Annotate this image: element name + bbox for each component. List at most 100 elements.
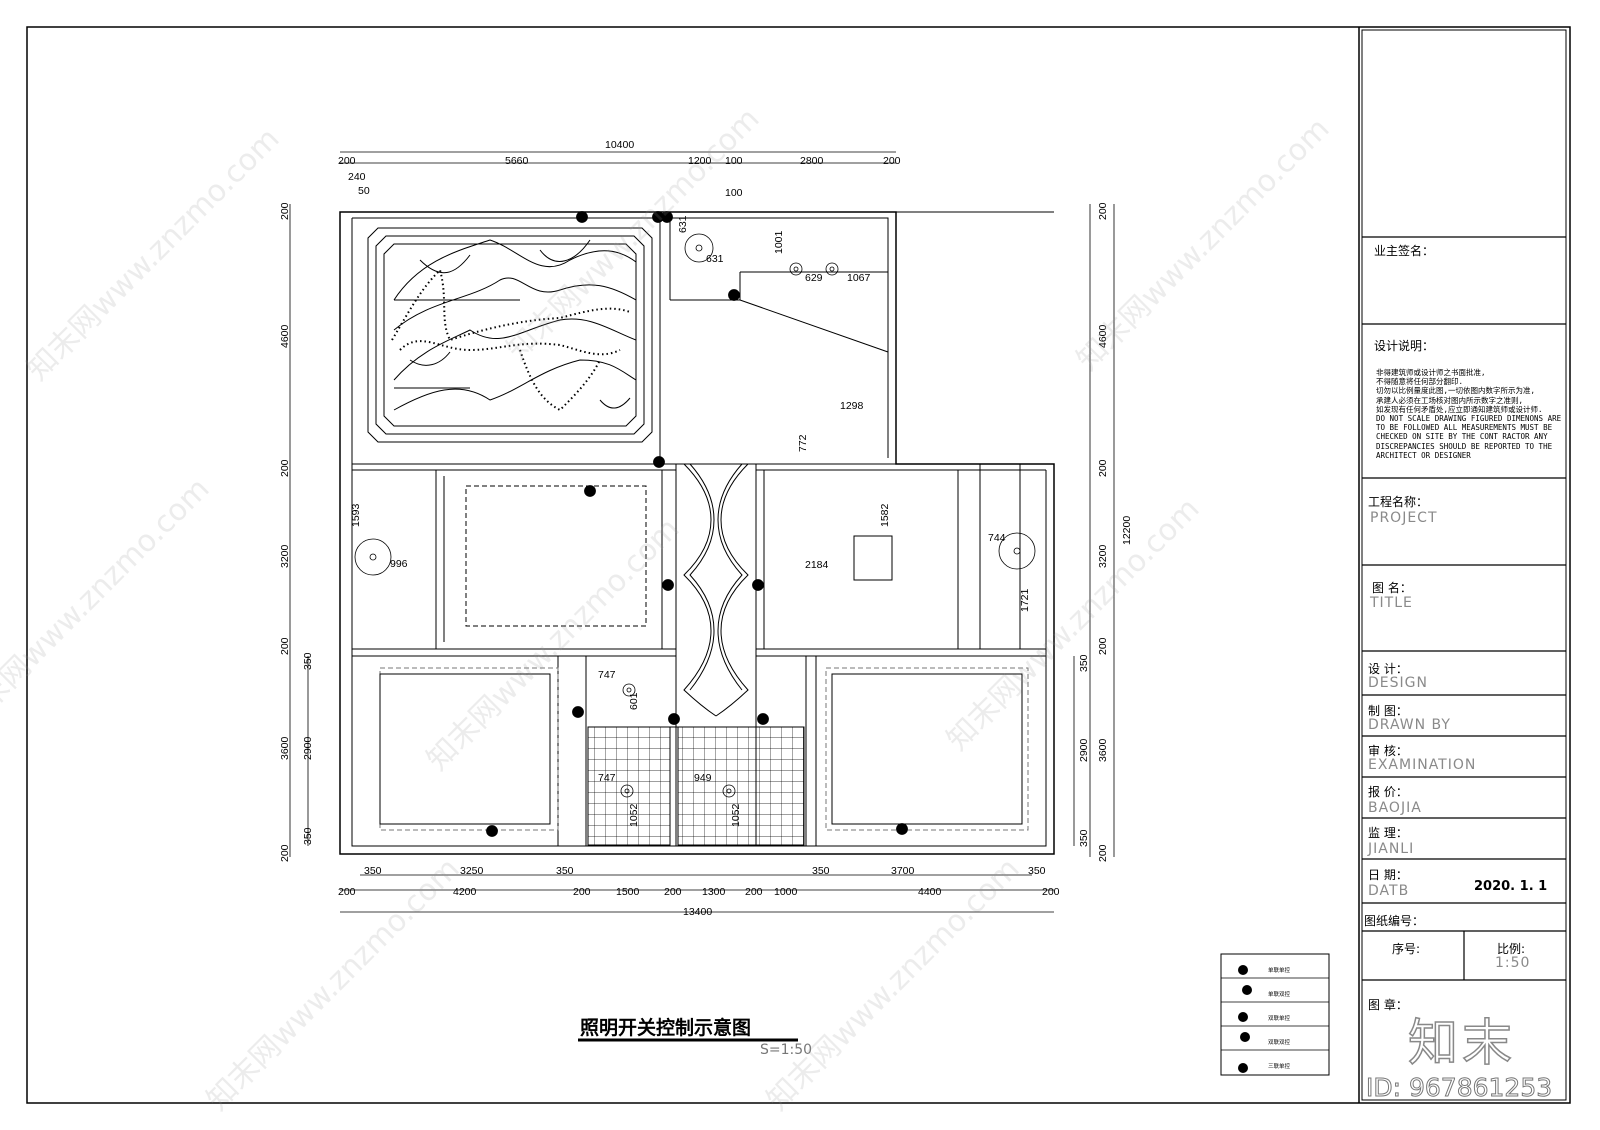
dim-label: 1000 (774, 886, 798, 898)
dim-label: 3600 (279, 736, 291, 760)
dim-label: 200 (338, 886, 356, 898)
drawing-scale: S=1:50 (760, 1042, 813, 1058)
dim-label: 744 (988, 532, 1006, 544)
left-dimensions: 200 4600 200 3200 200 350 2900 3600 350 … (279, 202, 314, 862)
exam-label: 审 核： (1368, 744, 1408, 758)
dim-label: 100 (725, 155, 743, 167)
dim-label: 200 (279, 202, 291, 220)
dim-label: 200 (1097, 637, 1109, 655)
dim-label: 2800 (800, 155, 824, 167)
ratio-label: 比例: (1497, 942, 1526, 956)
dim-label: 747 (598, 772, 616, 784)
dim-label: 1200 (688, 155, 712, 167)
dim-label: 350 (556, 865, 574, 877)
drawing-no-label: 图纸编号： (1364, 914, 1425, 928)
note-line: ARCHITECT OR DESIGNER (1376, 450, 1471, 460)
switch-symbols (486, 211, 908, 837)
project-value: PROJECT (1370, 510, 1438, 526)
design-notes-label: 设计说明： (1374, 339, 1435, 353)
dim-label: 200 (279, 637, 291, 655)
lamp-fixtures (354, 233, 1036, 798)
note-line: 非得建筑师或设计师之书面批准, (1376, 368, 1486, 377)
dim-label: 350 (1078, 829, 1090, 847)
legend-item: 双联单控 (1268, 1014, 1291, 1022)
exam-value: EXAMINATION (1368, 757, 1477, 773)
dim-label: 1067 (847, 272, 871, 284)
date-value: DATB (1368, 883, 1410, 899)
date-label: 日 期： (1368, 868, 1408, 882)
dim-label: 240 (348, 171, 366, 183)
note-line: DISCREPANCIES SHOULD BE REPORTED TO THE (1376, 441, 1553, 451)
supervise-label: 监 理： (1368, 826, 1408, 840)
dim-label: 772 (797, 434, 809, 452)
dim-label: 200 (1097, 459, 1109, 477)
dim-label: 631 (706, 253, 724, 265)
owner-sign-label: 业主签名： (1374, 244, 1435, 258)
dim-label: 350 (812, 865, 830, 877)
dimension-lines (289, 151, 1115, 913)
drawn-value: DRAWN BY (1368, 717, 1451, 733)
dim-label: 949 (694, 772, 712, 784)
legend-item: 双联双控 (1268, 1038, 1291, 1046)
title-label: 图 名： (1372, 581, 1412, 595)
seq-label: 序号: (1392, 942, 1421, 956)
supervise-value: JIANLI (1368, 841, 1415, 857)
title-block-lines (1362, 236, 1566, 981)
ratio-value: 1:50 (1495, 955, 1531, 971)
project-label: 工程名称： (1368, 495, 1429, 509)
dim-label: 10400 (605, 139, 634, 151)
legend-item: 三联单控 (1268, 1062, 1291, 1070)
dim-label: 200 (745, 886, 763, 898)
top-dimensions: 10400 200 5660 1200 100 2800 200 240 50 … (338, 139, 901, 199)
dim-label: 1001 (773, 230, 785, 254)
dim-label: 747 (598, 669, 616, 681)
legend-item: 单联双控 (1268, 990, 1291, 998)
right-dimensions: 200 4600 200 12200 3200 200 350 2900 360… (1078, 202, 1133, 862)
dim-label: 200 (1097, 844, 1109, 862)
quote-label: 报 价： (1368, 785, 1408, 799)
drawn-label: 制 图： (1368, 704, 1408, 718)
dim-label: 3200 (1097, 544, 1109, 568)
dim-label: 4400 (918, 886, 942, 898)
dim-label: 3200 (279, 544, 291, 568)
id-text: ID: 967861253 (1365, 1073, 1553, 1103)
dim-label: 2900 (302, 736, 314, 760)
dim-label: 50 (358, 185, 370, 197)
design-value: DESIGN (1368, 675, 1428, 691)
dim-label: 2900 (1078, 738, 1090, 762)
dim-label: 3600 (1097, 738, 1109, 762)
dim-label: 200 (1042, 886, 1060, 898)
switch-legend: 单联单控 单联双控 双联单控 双联双控 三联单控 (1220, 953, 1330, 1076)
dim-label: 631 (677, 215, 689, 233)
dim-label: 1582 (879, 503, 891, 527)
stamp-mark: 知末 (1407, 1013, 1516, 1073)
dim-label: 200 (338, 155, 356, 167)
dim-label: 1298 (840, 400, 864, 412)
room-dimensions: 631 631 1001 629 1067 1298 772 1593 996 … (350, 215, 1031, 827)
dim-label: 350 (1078, 654, 1090, 672)
note-line: CHECKED ON SITE BY THE CONT RACTOR ANY (1376, 432, 1548, 442)
quote-value: BAOJIA (1368, 800, 1422, 816)
dim-label: 4200 (453, 886, 477, 898)
dim-label: 350 (364, 865, 382, 877)
note-line: 承建人必须在工场核对图内所示数字之准则, (1376, 395, 1524, 405)
dim-label: 200 (883, 155, 901, 167)
dim-label: 13400 (683, 906, 712, 918)
dim-label: 629 (805, 272, 823, 284)
dim-label: 1300 (702, 886, 726, 898)
note-line: TO BE FOLLOWED ALL MEASUREMENTS MUST BE (1376, 423, 1553, 433)
date: 2020. 1. 1 (1474, 879, 1548, 894)
stamp-label: 图 章： (1368, 998, 1408, 1012)
dim-label: 3700 (891, 865, 915, 877)
dim-label: 1721 (1019, 588, 1031, 612)
floor-plan (339, 211, 1055, 855)
dim-label: 601 (628, 692, 640, 710)
dim-label: 350 (302, 652, 314, 670)
dim-label: 4600 (1097, 324, 1109, 348)
dim-label: 200 (279, 459, 291, 477)
note-line: 切勿以比例量度此图,一切依图内数字所示为准, (1376, 386, 1536, 396)
dim-label: 2184 (805, 559, 829, 571)
dim-label: 100 (725, 187, 743, 199)
drawing-title: 照明开关控制示意图 (580, 1017, 752, 1039)
